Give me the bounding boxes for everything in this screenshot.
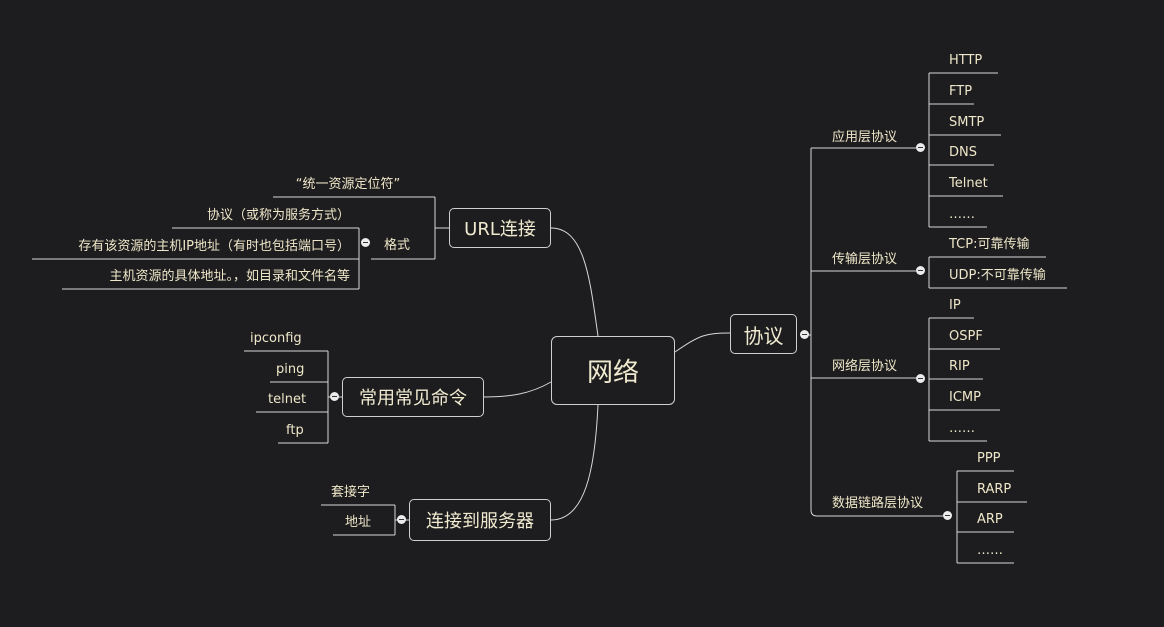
network-layer-item[interactable]: ICMP bbox=[949, 390, 981, 405]
protocol-node-label: 协议 bbox=[743, 323, 784, 348]
server-item[interactable]: 地址 bbox=[345, 515, 372, 530]
transport-layer-item[interactable]: UDP:不可靠传输 bbox=[949, 268, 1046, 283]
datalink-layer-item[interactable]: ARP bbox=[977, 512, 1003, 527]
app-layer-item[interactable]: …… bbox=[949, 207, 975, 222]
commands-node-label: 常用常见命令 bbox=[359, 388, 467, 409]
commands-collapse-icon[interactable] bbox=[330, 392, 339, 401]
protocol-node[interactable]: 协议 bbox=[730, 314, 797, 354]
server-item[interactable]: 套接字 bbox=[331, 485, 371, 500]
url-format-collapse-icon[interactable] bbox=[361, 238, 370, 247]
datalink-layer-label[interactable]: 数据链路层协议 bbox=[832, 496, 924, 511]
network-layer-label[interactable]: 网络层协议 bbox=[832, 359, 898, 374]
url-node[interactable]: URL连接 bbox=[449, 208, 551, 248]
server-node-label: 连接到服务器 bbox=[426, 511, 534, 532]
commands-node[interactable]: 常用常见命令 bbox=[342, 377, 484, 417]
app-layer-label[interactable]: 应用层协议 bbox=[832, 130, 898, 145]
datalink-layer-item[interactable]: …… bbox=[977, 543, 1003, 558]
protocol-collapse-icon[interactable] bbox=[800, 330, 809, 339]
app-layer-item[interactable]: DNS bbox=[949, 145, 977, 160]
command-item[interactable]: telnet bbox=[268, 392, 307, 407]
command-item[interactable]: ftp bbox=[286, 423, 304, 438]
command-item[interactable]: ping bbox=[276, 362, 305, 377]
app-layer-item[interactable]: HTTP bbox=[949, 53, 983, 68]
datalink-layer-item[interactable]: RARP bbox=[977, 482, 1012, 497]
url-format-item[interactable]: 存有该资源的主机IP地址（有时也包括端口号） bbox=[78, 239, 350, 254]
server-collapse-icon[interactable] bbox=[397, 515, 406, 524]
server-node[interactable]: 连接到服务器 bbox=[409, 499, 551, 541]
app-layer-item[interactable]: SMTP bbox=[949, 115, 985, 130]
app-layer-item[interactable]: Telnet bbox=[949, 176, 988, 191]
datalink-layer-collapse-icon[interactable] bbox=[943, 511, 952, 520]
url-format-item[interactable]: 主机资源的具体地址。，如目录和文件名等 bbox=[109, 269, 350, 284]
root-node[interactable]: 网络 bbox=[551, 336, 675, 405]
root-node-label: 网络 bbox=[586, 358, 639, 388]
transport-layer-item[interactable]: TCP:可靠传输 bbox=[949, 237, 1030, 252]
datalink-layer-item[interactable]: PPP bbox=[977, 451, 1001, 466]
command-item[interactable]: ipconfig bbox=[250, 331, 302, 346]
transport-layer-label[interactable]: 传输层协议 bbox=[832, 252, 898, 267]
url-format-item[interactable]: 协议（或称为服务方式） bbox=[206, 208, 350, 223]
network-layer-item[interactable]: …… bbox=[949, 421, 975, 436]
app-layer-item[interactable]: FTP bbox=[949, 84, 973, 99]
url-node-label: URL连接 bbox=[464, 219, 536, 240]
network-layer-item[interactable]: OSPF bbox=[949, 329, 983, 344]
app-layer-collapse-icon[interactable] bbox=[916, 143, 925, 152]
network-layer-collapse-icon[interactable] bbox=[916, 374, 925, 383]
transport-layer-collapse-icon[interactable] bbox=[916, 266, 925, 275]
url-format-label[interactable]: 格式 bbox=[384, 238, 411, 253]
network-layer-item[interactable]: IP bbox=[949, 298, 961, 313]
url-desc-label[interactable]: “统一资源定位符” bbox=[295, 177, 401, 192]
network-layer-item[interactable]: RIP bbox=[949, 359, 970, 374]
